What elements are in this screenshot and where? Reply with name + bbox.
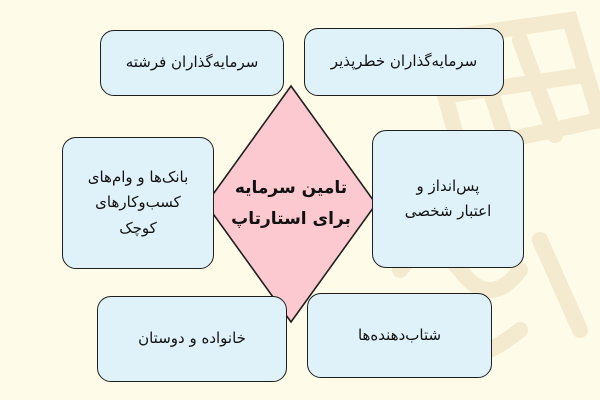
center-title-line2: برای استارتاپ — [231, 209, 351, 229]
family-friends-label: خانواده و دوستان — [138, 329, 246, 348]
box-angel-investors: سرمایه‌گذاران فرشته — [100, 30, 284, 96]
center-title: تامین سرمایه برای استارتاپ — [204, 84, 378, 324]
box-personal-savings: پس‌انداز و اعتبار شخصی — [372, 130, 524, 268]
box-family-friends: خانواده و دوستان — [97, 296, 287, 382]
angel-investors-label: سرمایه‌گذاران فرشته — [125, 53, 259, 72]
venture-capital-label: سرمایه‌گذاران خطرپذیر — [330, 52, 478, 71]
box-bank-loans: بانک‌ها و وام‌های کسب‌وکارهای کوچک — [62, 137, 214, 269]
center-title-line1: تامین سرمایه — [234, 178, 348, 199]
bank-loans-line1: بانک‌ها و وام‌های — [87, 167, 189, 186]
bank-loans-line3: کوچک — [119, 218, 157, 237]
accelerators-label: شتاب‌دهنده‌ها — [357, 325, 442, 344]
center-diamond — [205, 84, 377, 324]
box-venture-capital: سرمایه‌گذاران خطرپذیر — [304, 28, 504, 96]
personal-savings-line2: اعتبار شخصی — [404, 202, 492, 220]
box-accelerators: شتاب‌دهنده‌ها — [307, 293, 492, 378]
personal-savings-line1: پس‌انداز و — [416, 176, 480, 195]
bank-loans-line2: کسب‌وکارهای — [95, 193, 181, 212]
